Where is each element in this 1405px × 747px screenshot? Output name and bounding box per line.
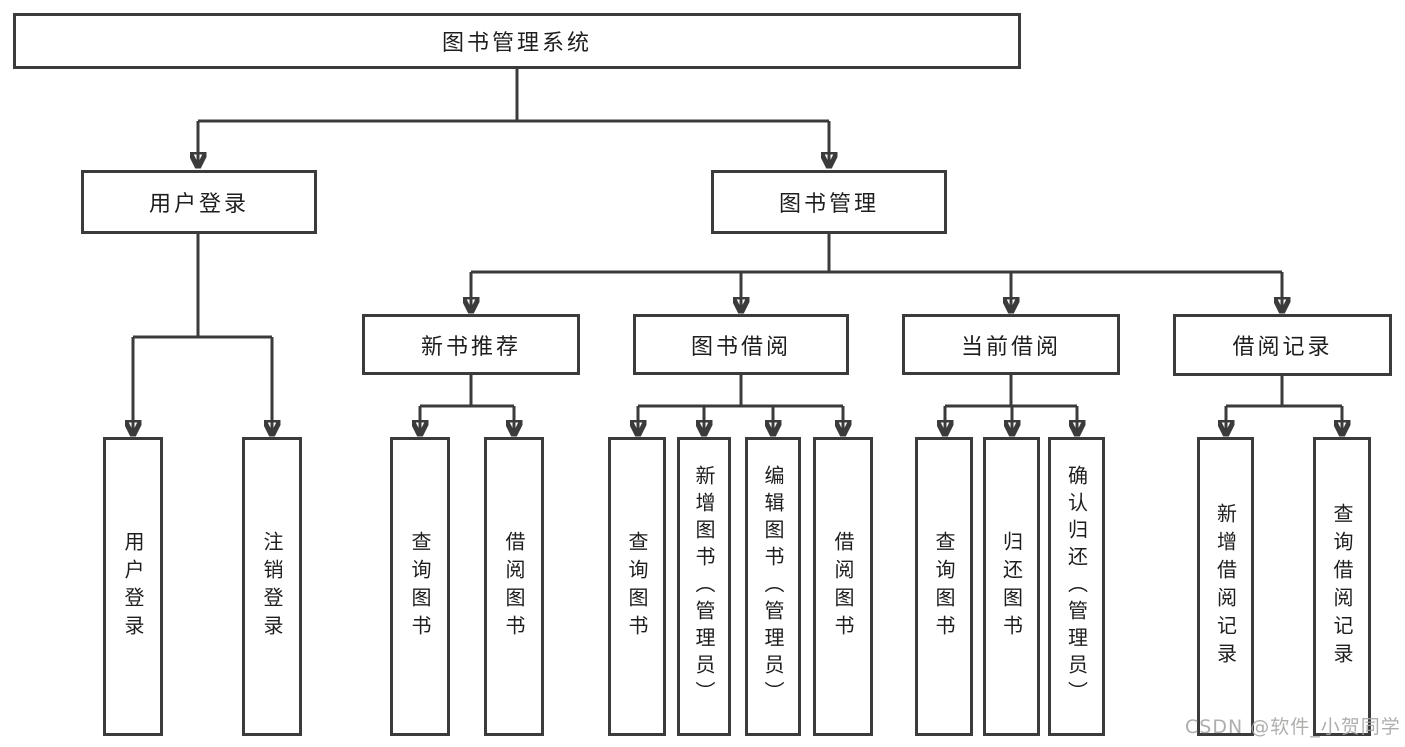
watermark: CSDN @软件_小贺同学 bbox=[1185, 716, 1401, 738]
connector-book-borrow-children bbox=[638, 375, 843, 434]
node-borrowing-records: 借阅记录 bbox=[1173, 314, 1392, 376]
node-book-borrowing: 图书借阅 bbox=[633, 314, 849, 375]
node-leaf-add-borrow-record: 新增借阅记录 bbox=[1197, 437, 1254, 736]
node-leaf-query-books-recommend: 查询图书 bbox=[390, 437, 450, 736]
node-new-book-recommendation: 新书推荐 bbox=[362, 314, 580, 375]
connector-borrow-records-children bbox=[1226, 376, 1342, 434]
node-leaf-borrow-books-recommend: 借阅图书 bbox=[484, 437, 544, 736]
node-leaf-query-books-borrow: 查询图书 bbox=[608, 437, 666, 736]
node-leaf-add-books-admin: 新增图书（管理员） bbox=[677, 437, 731, 736]
connector-book-management-children bbox=[471, 234, 1282, 311]
connector-new-book-children bbox=[420, 375, 514, 434]
connector-current-borrow-children bbox=[945, 375, 1077, 434]
node-leaf-logout: 注销登录 bbox=[242, 437, 302, 736]
node-current-borrowing: 当前借阅 bbox=[902, 314, 1120, 375]
node-leaf-edit-books-admin: 编辑图书（管理员） bbox=[745, 437, 801, 736]
node-leaf-user-login: 用户登录 bbox=[103, 437, 163, 736]
node-book-management: 图书管理 bbox=[711, 170, 947, 234]
connector-root-to-level2 bbox=[198, 68, 829, 166]
node-leaf-query-borrow-record: 查询借阅记录 bbox=[1313, 437, 1371, 736]
node-leaf-borrow-books: 借阅图书 bbox=[813, 437, 873, 736]
node-library-management-system: 图书管理系统 bbox=[13, 13, 1021, 69]
node-user-login: 用户登录 bbox=[81, 170, 317, 234]
node-leaf-return-books: 归还图书 bbox=[983, 437, 1040, 736]
node-leaf-query-books-current: 查询图书 bbox=[915, 437, 973, 736]
node-leaf-confirm-return-admin: 确认归还（管理员） bbox=[1048, 437, 1105, 736]
connector-user-login-children bbox=[133, 234, 272, 434]
